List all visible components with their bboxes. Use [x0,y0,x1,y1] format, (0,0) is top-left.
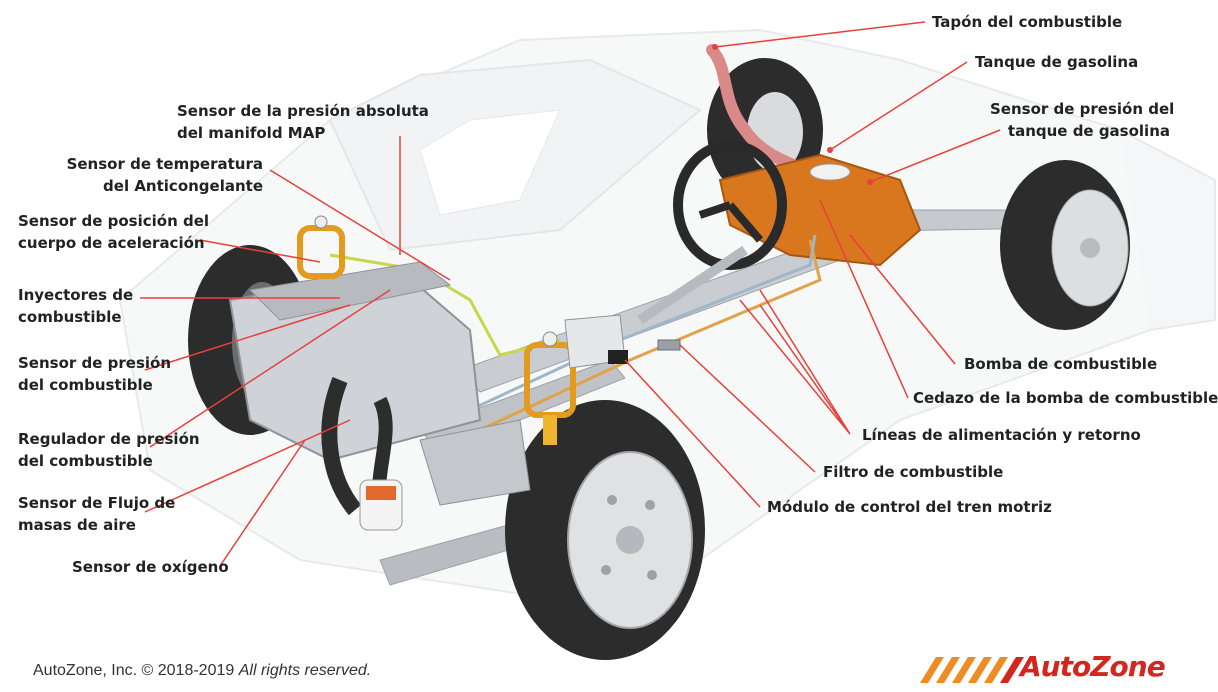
autozone-logo-stripes [920,657,1024,683]
label-fuel-pressure-sensor: Sensor de presión del combustible [18,352,171,396]
label-mass-airflow-sensor-line1: Sensor de Flujo de [18,494,176,512]
label-fuel-cap: Tapón del combustible [932,13,1123,31]
leader-lines [140,21,1001,567]
label-fuel-tank: Tanque de gasolina [975,53,1139,71]
label-fuel-pressure-regulator-line2: del combustible [18,452,153,470]
fuel-filter [657,339,681,351]
copyright-notice: AutoZone, Inc. © 2018-2019 All rights re… [33,662,371,680]
label-fuel-injectors-line2: combustible [18,308,122,326]
label-tank-pressure-sensor-line2: tanque de gasolina [1007,122,1170,140]
label-fuel-pump-strainer: Cedazo de la bomba de combustible [913,389,1218,407]
label-mass-airflow-sensor-line2: masas de aire [18,516,136,534]
front-right-spring [524,331,576,445]
label-throttle-position-sensor-line2: cuerpo de aceleración [18,234,205,252]
label-throttle-position-sensor-line1: Sensor de posición del [18,212,210,230]
powertrain-control-module [564,314,628,369]
label-oxygen-sensor: Sensor de oxígeno [72,558,229,576]
front-right-wheel [505,400,705,660]
rear-right-wheel [1000,160,1130,330]
autozone-logo: AutoZone [1020,650,1166,683]
label-fuel-injectors: Inyectores de combustible [18,284,133,328]
label-map-sensor-line1: Sensor de la presión absoluta [177,102,429,120]
copyright-main: AutoZone, Inc. © 2018-2019 [33,662,235,679]
copyright-rights: All rights reserved. [238,662,372,679]
label-coolant-temp-sensor-line2: del Anticongelante [103,177,263,195]
fuel-lines [329,234,822,432]
label-fuel-pump: Bomba de combustible [964,355,1158,373]
label-powertrain-module: Módulo de control del tren motriz [767,498,1052,516]
label-throttle-position-sensor: Sensor de posición del cuerpo de acelera… [18,210,209,254]
engine [228,261,531,531]
label-map-sensor-line2: del manifold MAP [177,124,326,142]
steering-wheel [637,140,787,325]
label-tank-pressure-sensor-line1: Sensor de presión del [990,100,1175,118]
label-map-sensor: Sensor de la presión absoluta del manifo… [177,100,429,144]
label-coolant-temp-sensor-line1: Sensor de temperatura [66,155,263,173]
label-coolant-temp-sensor: Sensor de temperatura del Anticongelante [60,153,263,197]
label-mass-airflow-sensor: Sensor de Flujo de masas de aire [18,492,175,536]
label-fuel-filter: Filtro de combustible [823,463,1004,481]
label-fuel-pressure-regulator-line1: Regulador de presión [18,430,200,448]
label-fuel-lines: Líneas de alimentación y retorno [862,426,1141,444]
front-left-spring [297,215,345,279]
label-fuel-pressure-regulator: Regulador de presión del combustible [18,428,200,472]
label-fuel-injectors-line1: Inyectores de [18,286,134,304]
leader-dots [712,44,873,185]
label-fuel-pressure-sensor-line2: del combustible [18,376,153,394]
label-tank-pressure-sensor: Sensor de presión del tanque de gasolina [990,98,1175,142]
label-fuel-pressure-sensor-line1: Sensor de presión [18,354,172,372]
